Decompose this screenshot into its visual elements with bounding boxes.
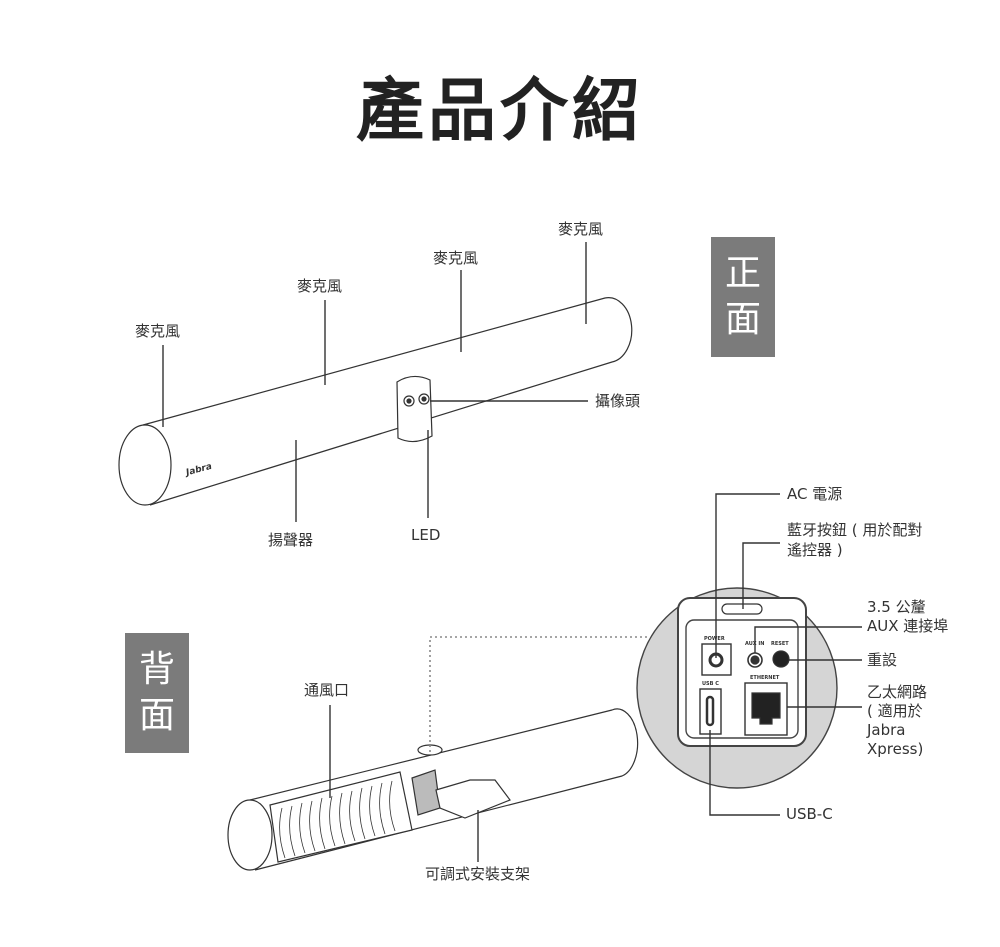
back-soundbar: [227, 708, 639, 871]
label-usbc: USB-C: [786, 805, 833, 823]
port-usbc-label: USB C: [702, 681, 719, 687]
camera-module: [396, 375, 433, 443]
label-microphone-1: 麥克風: [135, 322, 181, 340]
label-ethernet-3: Jabra: [867, 721, 906, 739]
port-reset-label: RESET: [771, 641, 789, 647]
label-ac-power: AC 電源: [787, 485, 843, 503]
side-char: 正: [724, 253, 761, 294]
label-ethernet-4: Xpress): [867, 740, 924, 758]
page-title: 產品介紹: [355, 72, 644, 151]
label-aux-1: 3.5 公釐: [867, 598, 926, 616]
back-side-label: 背 面: [125, 633, 189, 753]
label-reset: 重設: [867, 651, 898, 669]
port-panel: [636, 587, 838, 789]
side-char: 面: [724, 299, 761, 340]
label-ethernet-2: ( 適用於: [867, 702, 923, 720]
label-vent: 通風口: [304, 681, 350, 699]
port-ethernet-label: ETHERNET: [750, 675, 780, 681]
label-microphone-4: 麥克風: [558, 220, 604, 238]
label-bluetooth-1: 藍牙按鈕 ( 用於配對: [787, 521, 923, 539]
front-soundbar: [118, 297, 633, 506]
front-side-label: 正 面: [711, 237, 775, 357]
side-char: 背: [138, 649, 175, 690]
side-char: 面: [138, 695, 175, 736]
label-camera: 攝像頭: [595, 392, 641, 410]
port-power-label: POWER: [704, 636, 725, 642]
port-aux-label: AUX IN: [745, 641, 765, 647]
label-ethernet-1: 乙太網路: [867, 683, 928, 701]
label-microphone-2: 麥克風: [297, 277, 343, 295]
label-microphone-3: 麥克風: [433, 249, 479, 267]
label-aux-2: AUX 連接埠: [867, 617, 949, 635]
label-bluetooth-2: 遙控器 ): [787, 541, 843, 559]
label-mount: 可調式安裝支架: [425, 865, 531, 883]
label-speaker: 揚聲器: [268, 531, 314, 549]
label-led: LED: [411, 526, 441, 544]
